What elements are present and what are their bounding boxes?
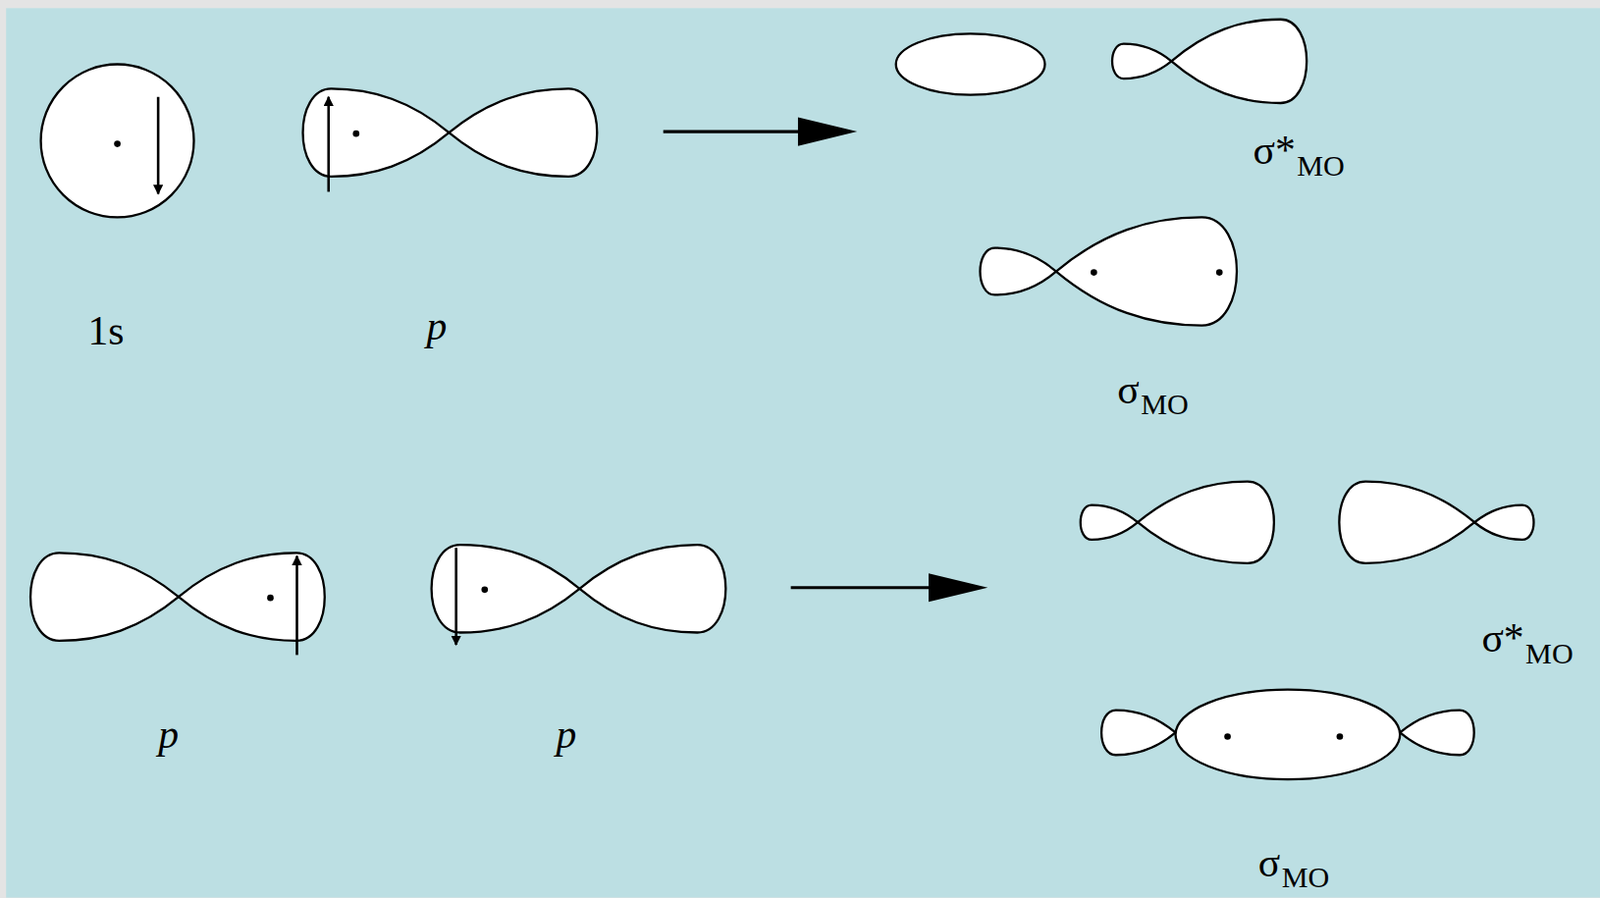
orbital-label: p (556, 714, 578, 756)
nucleus-dot (1090, 268, 1098, 276)
orbital-marks (113, 97, 1343, 741)
orbital-lobe (303, 88, 450, 176)
orbital-label: σ (1117, 369, 1139, 411)
reaction-arrowhead (928, 573, 988, 602)
orbital-lobe (1474, 505, 1534, 540)
orbital-label: 1s (87, 311, 124, 353)
orbital-shapes (30, 19, 1534, 780)
subscript-label: MO (1525, 639, 1574, 669)
orbital-label: σ (1258, 843, 1280, 885)
orbital-lobe (178, 552, 325, 640)
spin-arrow (326, 97, 330, 193)
subscript-label: MO (1296, 151, 1345, 181)
nucleus-dot (1336, 733, 1344, 741)
background (5, 7, 1600, 898)
nucleus-dot (266, 594, 274, 602)
nucleus-dot (113, 140, 121, 148)
spin-arrow (157, 97, 160, 195)
orbital-lobe (1080, 505, 1138, 540)
subscript-label: MO (1281, 862, 1331, 893)
subscript-label: MO (1140, 389, 1189, 420)
orbital-label: σ* (1253, 130, 1296, 172)
nucleus-dot (1216, 268, 1224, 276)
orbital-lobe (448, 88, 597, 176)
reaction-arrow (663, 130, 807, 134)
reaction-arrowhead (798, 117, 857, 147)
reaction-arrow (791, 586, 938, 589)
nucleus-dot (480, 586, 488, 594)
orbital-lobe (1112, 44, 1172, 79)
orbital-lobe (431, 544, 581, 633)
orbital-lobe (896, 33, 1046, 95)
spin-arrow (454, 547, 458, 645)
orbital-label: σ* (1481, 618, 1524, 660)
orbital-lobe (1137, 481, 1275, 564)
orbital-lobe (1175, 690, 1401, 780)
orbital-lobe (979, 248, 1056, 296)
spin-arrow (295, 556, 299, 656)
orbital-lobe (1171, 19, 1307, 104)
orbital-lobe (1101, 710, 1175, 756)
orbital-lobe (1056, 216, 1237, 325)
orbital-lobe (41, 63, 195, 217)
orbital-label: p (158, 714, 179, 756)
orbital-lobe (579, 544, 726, 633)
orbital-lobe (1338, 481, 1475, 564)
orbital-lobe (30, 552, 179, 640)
orbital-label: p (426, 306, 448, 348)
nucleus-dot (1224, 733, 1231, 741)
orbital-lobe (1399, 710, 1474, 756)
nucleus-dot (352, 130, 360, 138)
